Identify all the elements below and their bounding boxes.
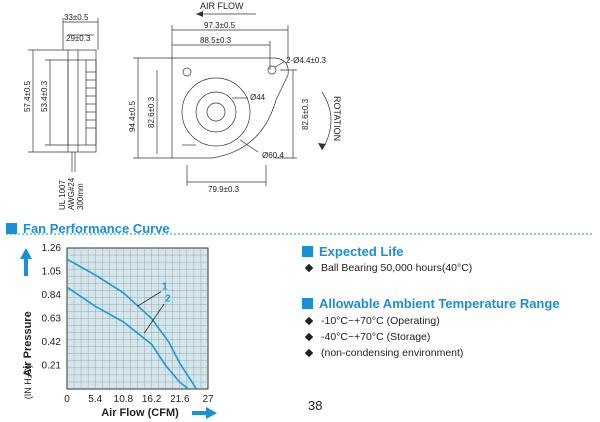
dim-57-text: 57.4±0.5 (23, 80, 32, 112)
series-line-1 (66, 258, 198, 390)
ambient-item: -40°C~+70°C (Storage) (304, 331, 431, 343)
series-line-2 (66, 286, 190, 390)
wire-spec-3: 300mm (76, 183, 85, 210)
x-tick-label: 16.2 (142, 394, 162, 405)
y-unit-label: (IN H₂O) (23, 365, 33, 400)
y-tick-label: 0.84 (42, 290, 62, 301)
dim-88-text: 88.5±0.3 (200, 36, 232, 45)
section-marker-icon (302, 246, 313, 257)
x-tick-label: 21.6 (170, 394, 190, 405)
performance-chart: Air Pressure (IN H₂O) Air Flow (CFM) 1.2… (20, 243, 217, 419)
y-tick-label: 1.26 (42, 243, 62, 254)
y-axis-arrow-icon (20, 248, 32, 276)
fan-dimension-drawing: 33±0.5 29±0.3 57.4±0.5 53.4±0.3 UL 1007 … (23, 1, 342, 211)
page-number: 38 (308, 398, 323, 413)
y-tick-label: 0.63 (42, 314, 62, 325)
wire-spec-2: AWG#24 (67, 177, 76, 210)
life-item-text: Ball Bearing 50,000 hours(40°C) (321, 262, 473, 274)
life-item: Ball Bearing 50,000 hours(40°C) (304, 262, 473, 274)
y-tick-label: 0.42 (42, 337, 62, 348)
expected-life-title-text: Expected Life (319, 244, 404, 259)
x-tick-label: 10.8 (114, 394, 134, 405)
dim-44-text: Ø44 (250, 93, 266, 102)
dim-94-text: 94.4±0.5 (128, 100, 137, 132)
y-axis-label: Air Pressure (22, 311, 34, 376)
title-rule (6, 233, 592, 235)
dim-60-text: Ø60.4 (262, 151, 284, 160)
rotation-label: ROTATION (332, 96, 342, 141)
ambient-title: Allowable Ambient Temperature Range (302, 296, 560, 311)
air-flow-label: AIR FLOW (200, 1, 244, 11)
dim-29-text: 29±0.3 (66, 34, 91, 43)
ambient-item: (non-condensing environment) (304, 347, 464, 359)
dim-82b-text: 82.6±0.3 (301, 98, 310, 130)
diamond-bullet-icon (304, 332, 314, 342)
curve-leader-1 (137, 291, 162, 307)
dim-82a-text: 82.6±0.3 (147, 96, 156, 128)
x-axis-arrow-icon (192, 407, 217, 419)
curve-label-2: 2 (165, 294, 171, 305)
dim-97-text: 97.3±0.5 (204, 21, 236, 30)
dim-33-text: 33±0.5 (64, 13, 89, 22)
expected-life-title: Expected Life (302, 244, 404, 259)
curve-label-1: 1 (162, 281, 168, 292)
dim-79-text: 79.9±0.3 (208, 185, 240, 194)
diamond-bullet-icon (304, 316, 314, 326)
diamond-bullet-icon (304, 348, 314, 358)
ambient-title-text: Allowable Ambient Temperature Range (319, 296, 560, 311)
ambient-item: -10°C~+70°C (Operating) (304, 315, 440, 327)
dim-53-text: 53.4±0.3 (40, 80, 49, 112)
curve-leader-2 (143, 303, 165, 334)
ambient-item-text: (non-condensing environment) (321, 347, 464, 359)
x-tick-label: 5.4 (88, 394, 102, 405)
ambient-item-text: -40°C~+70°C (Storage) (321, 331, 431, 343)
y-tick-label: 1.05 (42, 267, 62, 278)
dim-hole-text: 2-Ø4.4±0.3 (286, 56, 327, 65)
performance-title-text: Fan Performance Curve (23, 221, 170, 236)
y-tick-label: 0.21 (42, 361, 62, 372)
x-tick-label: 0 (64, 394, 70, 405)
x-axis-label: Air Flow (CFM) (101, 407, 179, 419)
x-tick-label: 27 (202, 394, 214, 405)
section-marker-icon (6, 223, 17, 234)
ambient-item-text: -10°C~+70°C (Operating) (321, 315, 440, 327)
section-marker-icon (302, 298, 313, 309)
wire-spec-1: UL 1007 (58, 180, 67, 211)
performance-title: Fan Performance Curve (6, 221, 170, 236)
diamond-bullet-icon (304, 263, 314, 273)
